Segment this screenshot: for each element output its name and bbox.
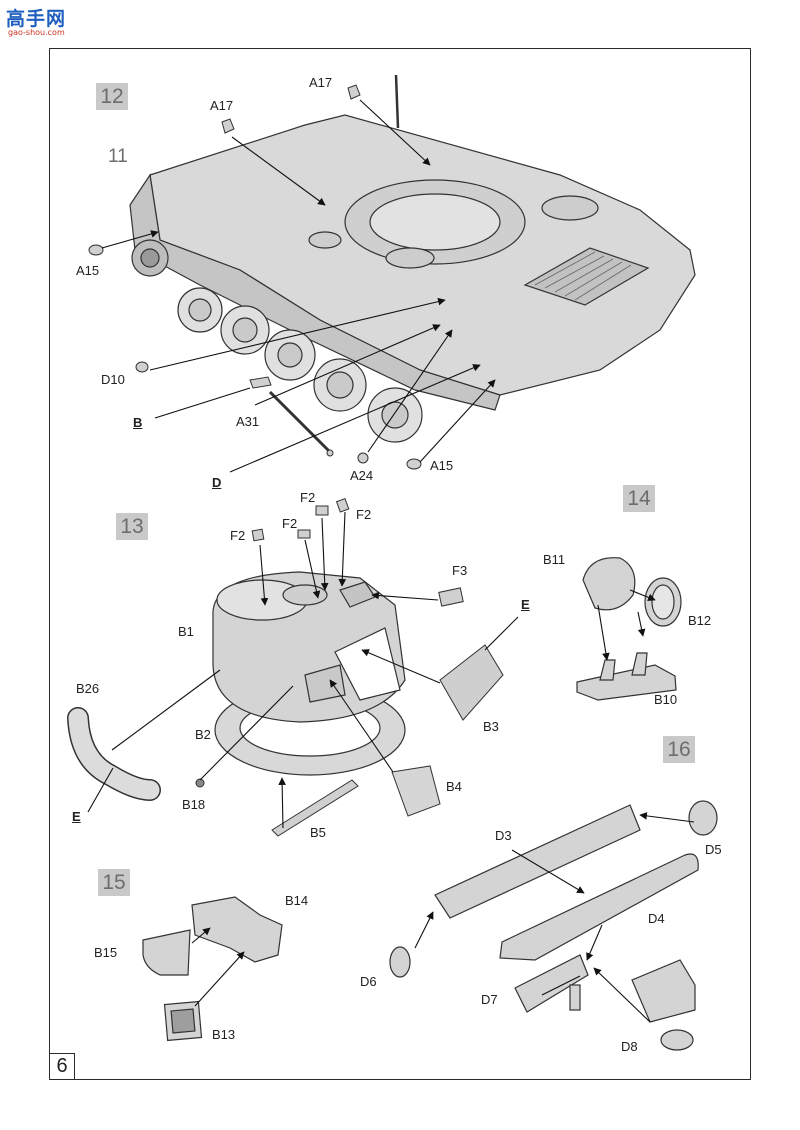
step12-small-parts xyxy=(88,84,422,470)
watermark-title: 高手网 xyxy=(6,8,67,30)
part-label-a24: A24 xyxy=(350,468,374,483)
step-number-12: 12 xyxy=(96,83,128,110)
part-label-b10: B10 xyxy=(654,692,678,707)
ref-label-b: B xyxy=(133,415,143,430)
part-label-b4: B4 xyxy=(446,779,462,794)
part-label-f2-a: F2 xyxy=(300,490,316,505)
part-label-a17-left: A17 xyxy=(210,98,234,113)
part-label-b15: B15 xyxy=(94,945,118,960)
part-label-a31: A31 xyxy=(236,414,260,429)
sub-step-number: 11 xyxy=(108,146,128,167)
step-number-14: 14 xyxy=(623,485,655,512)
part-label-b2: B2 xyxy=(195,727,211,742)
ref-label-d: D xyxy=(212,475,222,490)
part-label-d4: D4 xyxy=(648,911,665,926)
part-label-f2-d: F2 xyxy=(230,528,246,543)
part-label-f2-c: F2 xyxy=(282,516,298,531)
part-label-b18: B18 xyxy=(182,797,206,812)
part-label-b5: B5 xyxy=(310,825,326,840)
part-label-b3: B3 xyxy=(483,719,499,734)
ref-label-e-top: E xyxy=(521,597,530,612)
part-label-d3: D3 xyxy=(495,828,512,843)
gun-drawing xyxy=(389,800,718,1051)
part-label-d5: D5 xyxy=(705,842,722,857)
part-label-d8: D8 xyxy=(621,1039,638,1054)
part-label-a15-left: A15 xyxy=(76,263,100,278)
step15-leader-lines xyxy=(191,927,245,1007)
watermark-logo: 高手网 gao-shou.com xyxy=(6,4,76,38)
tank-hull-drawing xyxy=(129,74,696,443)
watermark-url: gao-shou.com xyxy=(8,28,65,37)
part-label-b1: B1 xyxy=(178,624,194,639)
step-number-13: 13 xyxy=(116,513,148,540)
step12-leader-lines xyxy=(101,99,496,473)
page-number: 6 xyxy=(49,1053,75,1080)
step-number-15: 15 xyxy=(98,869,130,896)
sight-drawing xyxy=(142,896,283,1042)
step13-small-parts xyxy=(67,497,504,837)
step13-leader-lines xyxy=(87,511,519,829)
part-label-d7: D7 xyxy=(481,992,498,1007)
part-label-a17-top: A17 xyxy=(309,75,333,90)
part-label-b14: B14 xyxy=(285,893,309,908)
part-label-d6: D6 xyxy=(360,974,377,989)
part-label-b13: B13 xyxy=(212,1027,236,1042)
step16-leader-lines xyxy=(414,812,695,1023)
turret-drawing xyxy=(212,571,406,776)
step14-leader-lines xyxy=(597,589,656,661)
periscope-drawing xyxy=(576,557,682,701)
ref-label-e-bottom: E xyxy=(72,809,81,824)
part-label-d10: D10 xyxy=(101,372,125,387)
part-label-f3: F3 xyxy=(452,563,468,578)
part-label-b11: B11 xyxy=(543,552,566,567)
part-label-b12: B12 xyxy=(688,613,712,628)
part-label-a15-right: A15 xyxy=(430,458,454,473)
part-label-b26: B26 xyxy=(76,681,100,696)
part-label-f2-b: F2 xyxy=(356,507,372,522)
step-number-16: 16 xyxy=(663,736,695,763)
page-frame xyxy=(49,48,751,1080)
